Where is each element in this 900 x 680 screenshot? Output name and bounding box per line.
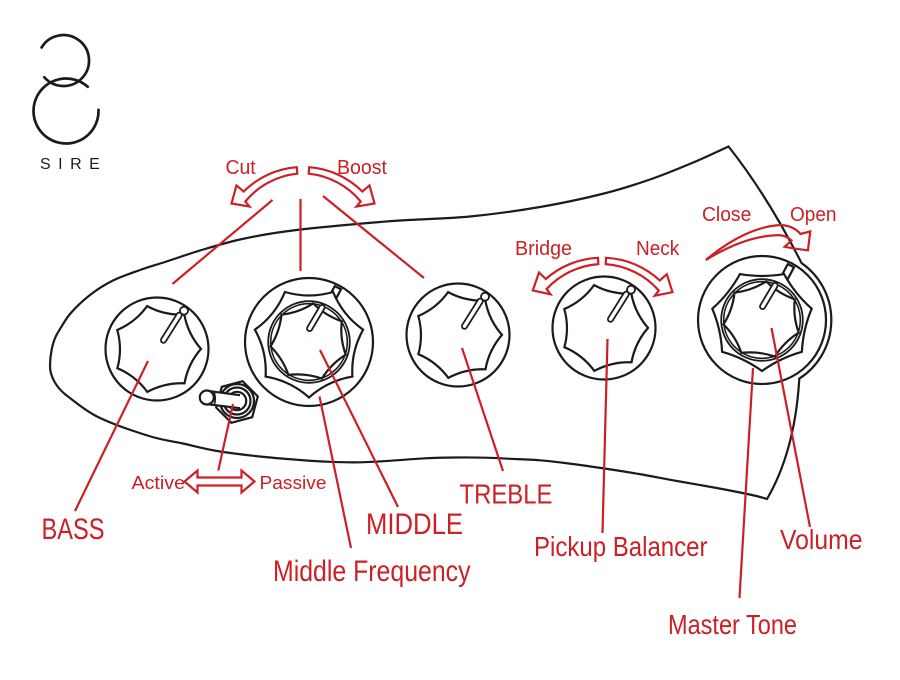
- svg-text:Close: Close: [702, 204, 751, 226]
- svg-text:Bridge: Bridge: [515, 238, 572, 260]
- svg-text:Neck: Neck: [636, 238, 680, 260]
- svg-text:Boost: Boost: [337, 157, 387, 179]
- svg-text:Cut: Cut: [226, 157, 257, 179]
- svg-text:Volume: Volume: [780, 524, 863, 555]
- svg-text:SIRE: SIRE: [40, 156, 107, 173]
- svg-text:Master Tone: Master Tone: [668, 609, 797, 640]
- svg-text:TREBLE: TREBLE: [460, 478, 553, 509]
- svg-text:Middle Frequency: Middle Frequency: [273, 555, 471, 588]
- svg-text:MIDDLE: MIDDLE: [366, 508, 463, 541]
- svg-text:Passive: Passive: [260, 472, 327, 493]
- svg-text:BASS: BASS: [42, 513, 105, 546]
- svg-text:Open: Open: [790, 204, 837, 226]
- svg-text:Pickup Balancer: Pickup Balancer: [534, 531, 708, 562]
- svg-text:Active: Active: [132, 472, 186, 493]
